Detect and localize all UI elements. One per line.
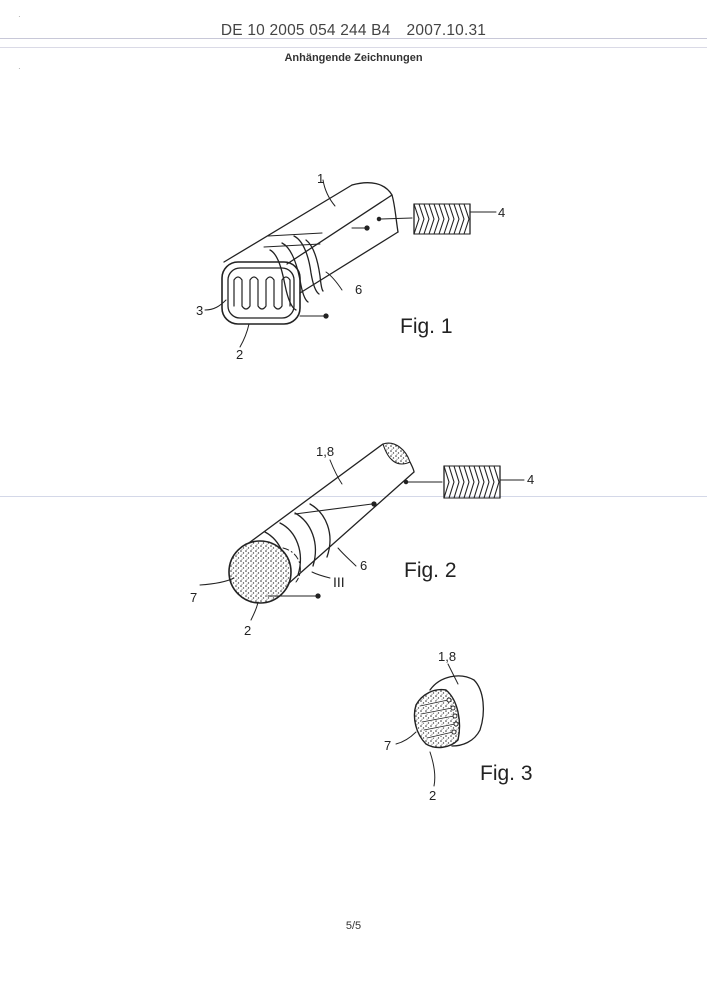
fig3-caption: Fig. 3 xyxy=(480,762,533,785)
fig1-caption: Fig. 1 xyxy=(400,315,453,338)
scan-artifact-line xyxy=(0,496,707,497)
fig2-caption: Fig. 2 xyxy=(404,559,457,582)
fig3-label-2: 2 xyxy=(429,788,436,803)
fig2-label-4: 4 xyxy=(527,472,534,487)
fig1-label-4: 4 xyxy=(498,205,505,220)
page-number: 5/5 xyxy=(345,920,362,932)
scan-mark: · xyxy=(18,64,21,73)
figure-1 xyxy=(204,179,497,348)
figure-3 xyxy=(395,663,485,787)
fig3-label-7: 7 xyxy=(384,738,391,753)
fig2-label-iii: III xyxy=(333,574,345,590)
header-rule xyxy=(0,38,707,48)
patent-number: DE 10 2005 054 244 B4 xyxy=(220,22,391,39)
fig1-label-6: 6 xyxy=(355,282,362,297)
fig2-label-6: 6 xyxy=(360,558,367,573)
drawings-subtitle: Anhängende Zeichnungen xyxy=(284,52,423,64)
fig2-label-7: 7 xyxy=(190,590,197,605)
fig2-label-2: 2 xyxy=(244,623,251,638)
page-header: DE 10 2005 054 244 B4 2007.10.31 xyxy=(0,22,707,40)
publication-date: 2007.10.31 xyxy=(406,22,487,39)
fig2-label-1-8: 1,8 xyxy=(316,444,334,459)
fig1-label-1: 1 xyxy=(317,171,324,186)
scan-mark: · xyxy=(18,12,21,21)
figure-2 xyxy=(199,442,525,621)
fig1-label-2: 2 xyxy=(236,347,243,362)
fig3-label-1-8: 1,8 xyxy=(438,649,456,664)
fig1-label-3: 3 xyxy=(196,303,203,318)
